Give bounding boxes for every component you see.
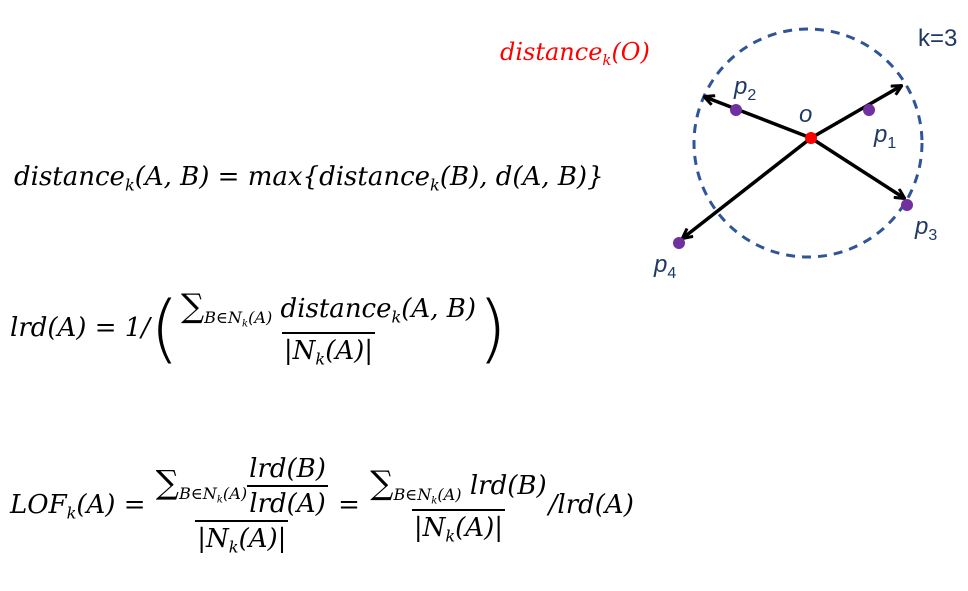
center-point-o [805, 132, 817, 144]
reach-distance-formula: distancek(A, B) = max{distancek(B), d(A,… [14, 164, 604, 194]
sum-symbol: ∑ [155, 463, 179, 502]
label-text: (O) [611, 38, 650, 66]
lrd-numerator: ∑B∈Nk(A) distancek(A, B) [179, 290, 478, 332]
label-p2: p2 [733, 73, 756, 104]
sum-index: B∈N [178, 484, 217, 504]
lrd-fraction: ∑B∈Nk(A) distancek(A, B) |Nk(A)| [179, 290, 478, 368]
subscript-k: k [602, 51, 612, 70]
point-p4 [673, 237, 685, 249]
subscript-k: k [430, 175, 440, 195]
formula-text: LOF [10, 489, 67, 520]
lof-fraction-1: ∑B∈Nk(A)lrd(B)lrd(A) |Nk(A)| [154, 456, 330, 556]
point-p1 [863, 104, 875, 116]
right-paren: ) [477, 285, 507, 372]
point-p2 [730, 104, 742, 116]
arrow-to-p2 [705, 97, 812, 140]
formula-text: distance [14, 162, 125, 192]
lrd-formula: lrd(A) = 1/( ∑B∈Nk(A) distancek(A, B) |N… [10, 290, 507, 368]
inner-denominator: lrd(A) [247, 485, 328, 517]
distance-k-label: distancek(O) [500, 40, 650, 68]
subscript-k: k [391, 307, 402, 327]
lof-denominator-1: |Nk(A)| [195, 520, 289, 557]
lof-numerator-2: ∑B∈Nk(A) lrd(B) [368, 467, 548, 509]
point-p3 [901, 199, 913, 211]
formula-text: lrd(A) = 1/ [10, 312, 151, 343]
subscript-k: k [445, 526, 456, 546]
subscript-k: k [216, 494, 223, 506]
arrow-to-p3 [810, 136, 904, 198]
lrd-denominator: |Nk(A)| [281, 332, 376, 369]
formula-text: (A)| [238, 524, 287, 554]
formula-text: (A)| [325, 336, 374, 367]
k-distance-circle [692, 27, 924, 259]
lof-numerator-1: ∑B∈Nk(A)lrd(B)lrd(A) [154, 456, 330, 520]
formula-text: (A, B) = max{distance [134, 162, 431, 192]
sum-symbol: ∑ [370, 463, 394, 502]
equals-sign: = [329, 489, 369, 520]
lof-formula: LOFk(A) = ∑B∈Nk(A)lrd(B)lrd(A) |Nk(A)| =… [10, 456, 634, 556]
arrow-to-p4 [683, 136, 813, 238]
formula-text: distance [272, 294, 392, 324]
sum-index: B∈N [393, 484, 432, 504]
label-p3: p3 [914, 213, 937, 244]
sum-index: B∈N [204, 307, 243, 327]
left-paren: ( [150, 285, 179, 372]
subscript-k: k [315, 349, 326, 369]
k-value-label: k=3 [918, 25, 957, 52]
formula-text: (A)| [455, 513, 503, 544]
label-text: distance [500, 38, 603, 66]
label-p1: p1 [873, 121, 896, 152]
sum-index: (A) [248, 307, 273, 327]
arrow-to-p1 [810, 86, 901, 140]
formula-text: |N [413, 513, 446, 544]
formula-text: (A) = [76, 489, 154, 520]
lof-denominator-2: |Nk(A)| [411, 509, 505, 546]
sum-index: (A) [437, 484, 462, 504]
sum-index: (A) [222, 484, 248, 504]
formula-text: lrd(B) [461, 470, 547, 501]
inner-fraction: lrd(B)lrd(A) [247, 456, 328, 517]
lof-fraction-2: ∑B∈Nk(A) lrd(B) |Nk(A)| [368, 467, 548, 545]
inner-numerator: lrd(B) [249, 454, 326, 484]
subscript-k: k [228, 537, 239, 557]
sum-symbol: ∑ [180, 287, 205, 325]
formula-text: (B), d(A, B)} [439, 162, 604, 192]
subscript-k: k [66, 503, 77, 523]
subscript-k: k [124, 175, 135, 195]
formula-text: |N [197, 524, 229, 554]
formula-text: |N [283, 336, 316, 367]
subscript-k: k [242, 318, 249, 330]
center-label: o [799, 101, 812, 128]
subscript-k: k [431, 495, 438, 507]
formula-text: (A, B) [401, 294, 476, 324]
formula-text: /lrd(A) [548, 489, 634, 520]
label-p4: p4 [653, 251, 676, 282]
